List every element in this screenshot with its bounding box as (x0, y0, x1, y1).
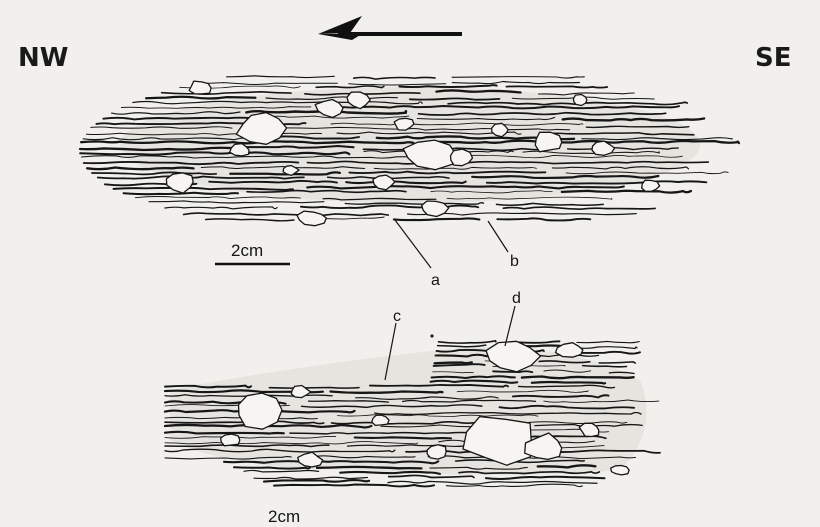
leader-line-a (395, 220, 431, 268)
foliation-line (254, 477, 367, 479)
foliation-line (349, 84, 446, 85)
foliation-line (394, 218, 480, 220)
foliation-line (435, 362, 472, 363)
foliation-line (146, 97, 255, 99)
foliation-line (316, 86, 384, 88)
foliation-line (260, 425, 372, 427)
clast (535, 132, 562, 152)
foliation-line (355, 437, 451, 438)
foliation-line (201, 83, 338, 85)
foliation-line (388, 481, 597, 484)
foliation-line (438, 345, 486, 347)
label-c: c (393, 308, 401, 325)
foliation-line (354, 77, 435, 79)
foliation-line (439, 341, 496, 343)
foliation-line (264, 480, 369, 482)
clast (611, 466, 629, 475)
foliation-line (234, 467, 310, 468)
foliation-line (562, 191, 691, 193)
foliation-line (452, 82, 579, 84)
foliation-line (135, 197, 300, 199)
scale-label-top: 2cm (231, 241, 263, 260)
label-d: d (512, 290, 521, 307)
foliation-line (87, 168, 193, 170)
upper-sample-sketch (80, 76, 739, 226)
foliation-line (331, 392, 443, 393)
direction-label-se: SE (755, 43, 792, 73)
foliation-line (452, 77, 584, 78)
leader-line-b (488, 221, 508, 252)
foliation-line (577, 341, 639, 342)
foliation-line (340, 472, 440, 474)
foliation-line (301, 205, 478, 208)
foliation-line (389, 475, 474, 477)
clast (372, 415, 389, 425)
foliation-line (92, 172, 216, 174)
lower-sample-sketch (165, 341, 660, 487)
foliation-line (578, 347, 637, 349)
foliation-line (518, 341, 560, 343)
clast (297, 211, 326, 226)
scale-label-bottom: 2cm (268, 507, 300, 526)
foliation-line (503, 207, 655, 209)
foliation-line (165, 207, 277, 209)
foliation-line (227, 76, 335, 78)
foliation-line (165, 425, 247, 426)
foliation-line (506, 86, 607, 87)
foliation-line (274, 485, 434, 487)
foliation-line (563, 119, 704, 121)
foliation-line (539, 93, 635, 95)
arrow-left-icon (318, 16, 462, 40)
foliation-line (497, 218, 590, 220)
foliation-line (446, 484, 582, 486)
foliation-line (206, 219, 294, 221)
clast (574, 95, 587, 106)
label-b: b (510, 253, 519, 270)
foliation-line (162, 92, 292, 94)
foliation-line (486, 477, 605, 479)
foliation-line (184, 213, 389, 215)
foliation-line (149, 201, 324, 203)
clast (642, 180, 660, 191)
clast (221, 434, 240, 446)
foliation-line (497, 203, 604, 205)
foliation-line (599, 362, 635, 363)
foliation-line (317, 467, 422, 468)
foliation-line (244, 470, 319, 471)
scale-bar: 2cm (215, 241, 290, 264)
clast (189, 81, 211, 94)
foliation-line (332, 106, 679, 108)
foliation-line (269, 388, 359, 389)
foliation-line (583, 366, 627, 367)
leader-line-d (505, 306, 515, 346)
direction-label-nw: NW (18, 43, 68, 73)
clast (166, 173, 193, 193)
foliation-line (399, 85, 496, 87)
clast (427, 445, 446, 459)
label-a: a (431, 272, 440, 289)
